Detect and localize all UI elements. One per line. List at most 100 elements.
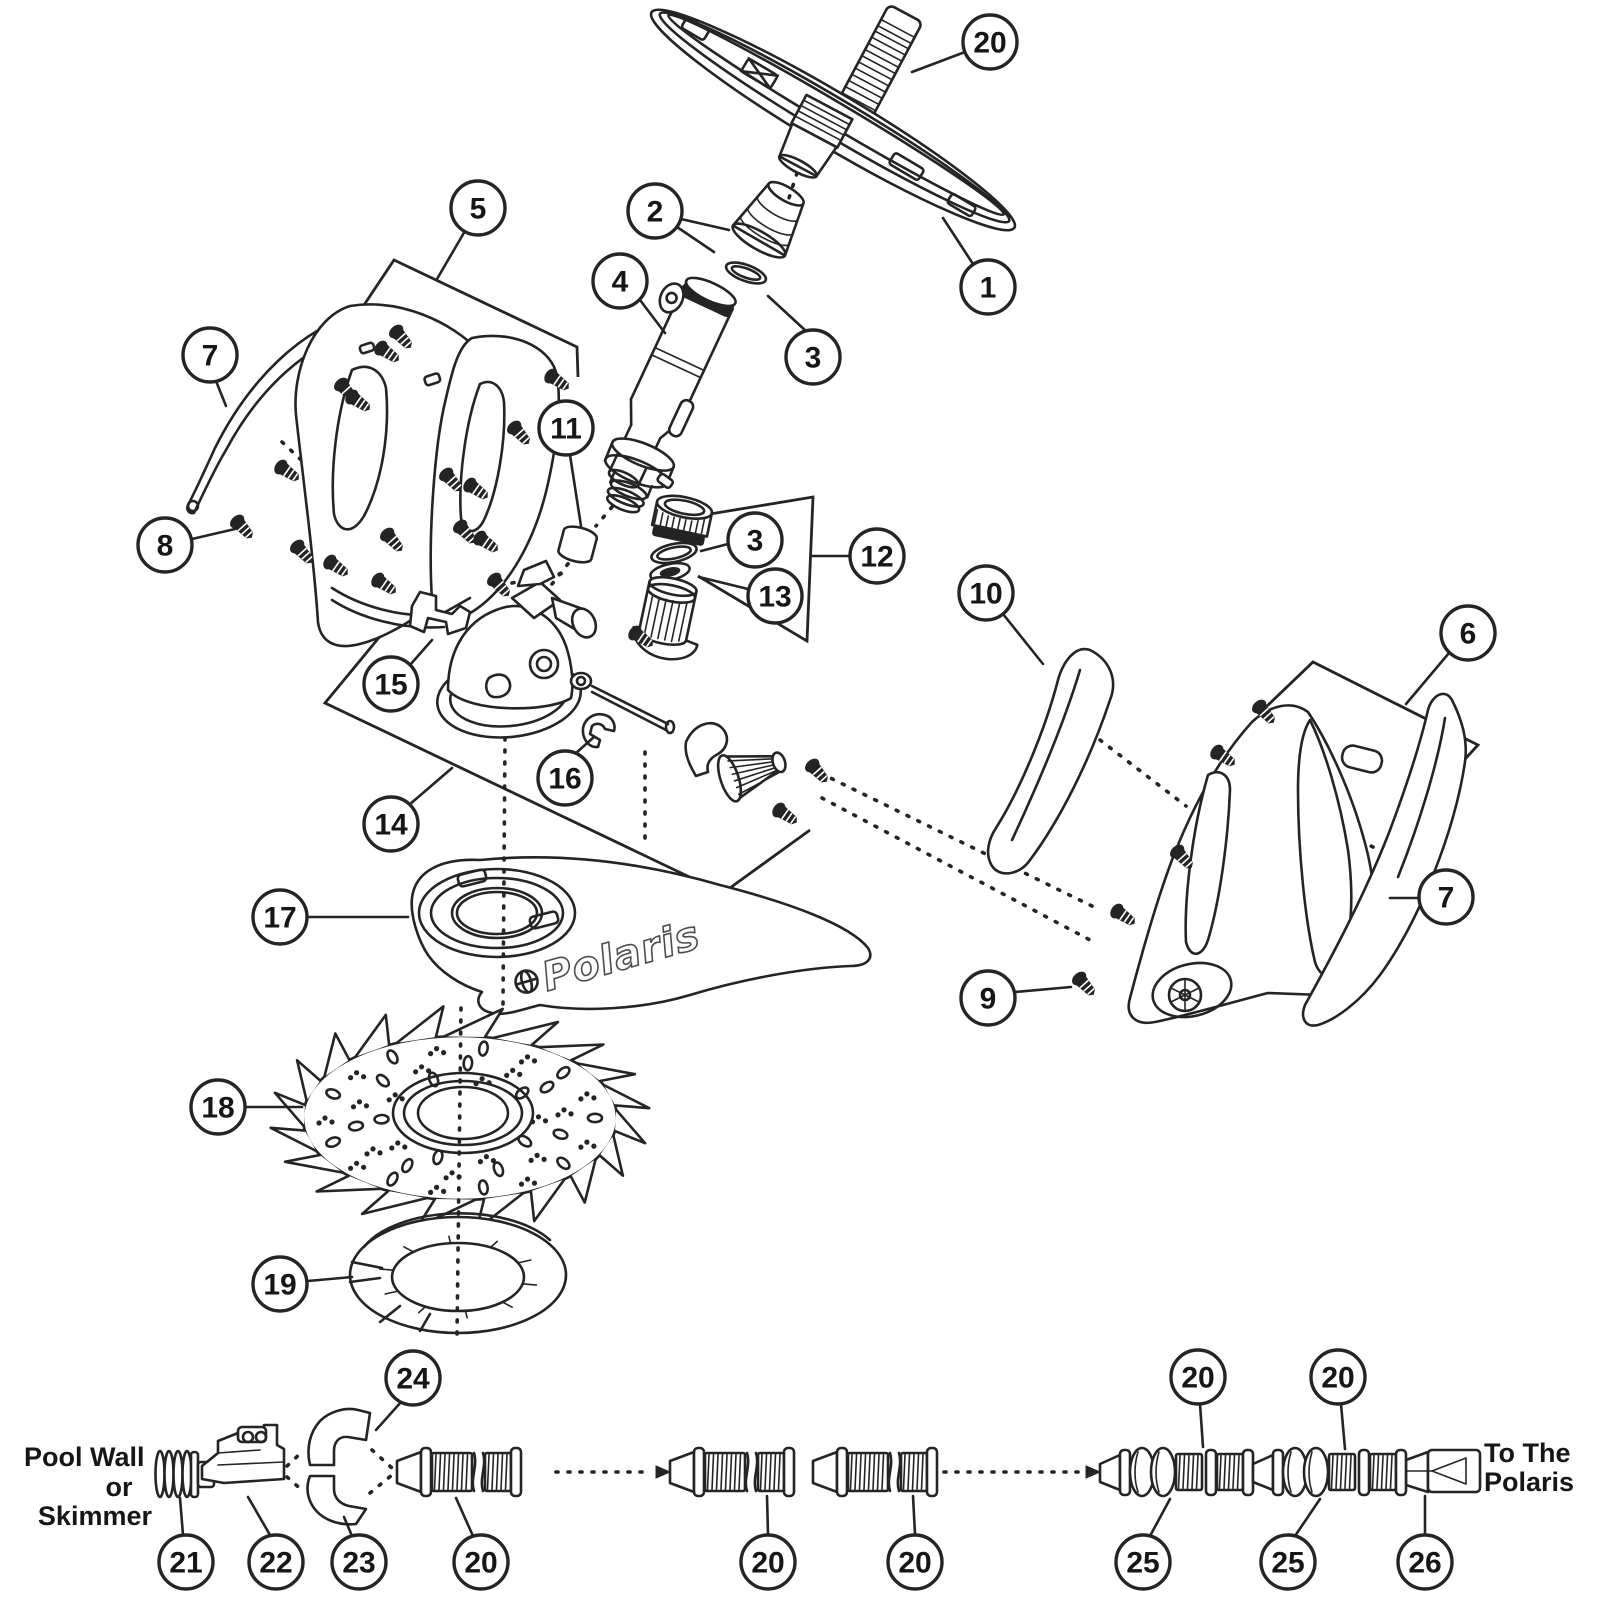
leader-line [374, 1400, 403, 1432]
callout-circle [449, 179, 507, 237]
adapter-cone [731, 180, 805, 259]
disc-dot [490, 1158, 496, 1164]
disc-hole [477, 1179, 490, 1196]
callout-number: 20 [1321, 1362, 1354, 1395]
disc-spike [315, 1174, 383, 1193]
callout-19: 19 [251, 1255, 354, 1313]
filter-screen [632, 575, 699, 661]
disc-dot [428, 1189, 434, 1196]
callout-number: 18 [201, 1092, 234, 1125]
disc-dot [561, 1107, 567, 1113]
leader-line [574, 735, 596, 755]
disc-dot [531, 1058, 538, 1064]
disc-spike [569, 1158, 597, 1204]
leader-line [1404, 651, 1451, 706]
ring-scallop [384, 1290, 399, 1295]
callout-circle [959, 258, 1017, 316]
disc-hole [325, 1087, 342, 1100]
ring-scallop [417, 1305, 427, 1314]
callout-circle [1309, 1348, 1367, 1406]
callout-number: 9 [980, 983, 997, 1016]
disc-spike [354, 1013, 391, 1059]
callout-20: 20 [1169, 1348, 1227, 1449]
leader-line [178, 1496, 185, 1537]
ring-scallop [521, 1283, 538, 1286]
disc-dot [395, 1140, 401, 1146]
callout-8: 8 [136, 516, 237, 574]
disc-dot [434, 1184, 440, 1191]
disc-hole [375, 1073, 391, 1088]
screw-icon [1106, 900, 1141, 931]
disc-hole [556, 1065, 571, 1080]
disc-dot [473, 1081, 479, 1087]
leader-line [246, 1495, 272, 1537]
disc-dot [441, 1188, 447, 1195]
callout-circle [746, 567, 804, 625]
leader-line [454, 1496, 475, 1538]
disc-spike [492, 1020, 560, 1047]
hose-run [154, 1407, 1482, 1526]
leader-line [699, 542, 730, 553]
disc-hole [432, 1149, 444, 1166]
disc-dot [535, 1114, 542, 1120]
disc-dot [479, 1076, 485, 1082]
callout-number: 12 [860, 541, 893, 574]
callout-circle [537, 399, 595, 457]
clip-15 [408, 590, 472, 636]
disc-hole [386, 1171, 399, 1187]
disc-spike [575, 1062, 637, 1083]
callout-4: 4 [591, 252, 667, 335]
screw-icon [226, 511, 259, 545]
disc-hole [552, 1128, 569, 1141]
callout-number: 11 [550, 413, 582, 446]
callout-number: 5 [470, 193, 487, 226]
callout-7: 7 [1388, 868, 1475, 926]
disc-dot [541, 1156, 547, 1163]
leader-line [1148, 1497, 1172, 1538]
group-14-outline [322, 599, 811, 895]
callout-1: 1 [941, 216, 1017, 316]
elbow-23 [306, 1474, 368, 1526]
disc-spike [613, 1108, 647, 1145]
screw-icon [768, 799, 803, 830]
hose-swivel-segment [1251, 1446, 1408, 1498]
disc-dot [363, 1103, 370, 1109]
panel-wheel-port [1151, 961, 1233, 1019]
disc-spike [443, 1007, 504, 1039]
callout-26: 26 [1396, 1494, 1454, 1591]
disc-spike [602, 1083, 651, 1110]
callout-circle [1417, 868, 1475, 926]
disc-dot [348, 1165, 354, 1171]
disc-dot [531, 1180, 538, 1186]
leader-line [190, 527, 237, 541]
callout-circle [1114, 1533, 1172, 1591]
leader-line [435, 229, 467, 281]
leader-line [766, 294, 808, 333]
callout-number: 14 [374, 809, 408, 842]
callout-circle [384, 1349, 442, 1407]
hose-segment [811, 1446, 939, 1498]
callout-circle [452, 1533, 510, 1591]
callout-23: 23 [330, 1515, 388, 1591]
callout-number: 23 [342, 1547, 375, 1580]
disc-dot [449, 1170, 455, 1176]
leader-line [1001, 612, 1045, 666]
disc-dot [392, 1092, 398, 1098]
ring-scallop [448, 1235, 452, 1244]
callout-number: 2 [647, 196, 664, 229]
disc-dot [483, 1154, 489, 1160]
callout-number: 20 [898, 1547, 931, 1580]
leader-line [214, 379, 228, 408]
callout-12: 12 [810, 527, 906, 585]
ring-scallop [501, 1301, 513, 1308]
turbine-group [684, 721, 787, 803]
disc-dot [591, 1143, 597, 1149]
disc-hole [539, 1080, 555, 1094]
disc-spike [323, 1032, 351, 1078]
pool-wall-label: Pool Wall or Skimmer [24, 1442, 152, 1531]
disc-dot [517, 1071, 523, 1078]
callout-24: 24 [374, 1349, 442, 1432]
screw-icon [270, 456, 305, 487]
disc-dot [584, 1139, 590, 1145]
disc-dot [555, 1112, 561, 1118]
